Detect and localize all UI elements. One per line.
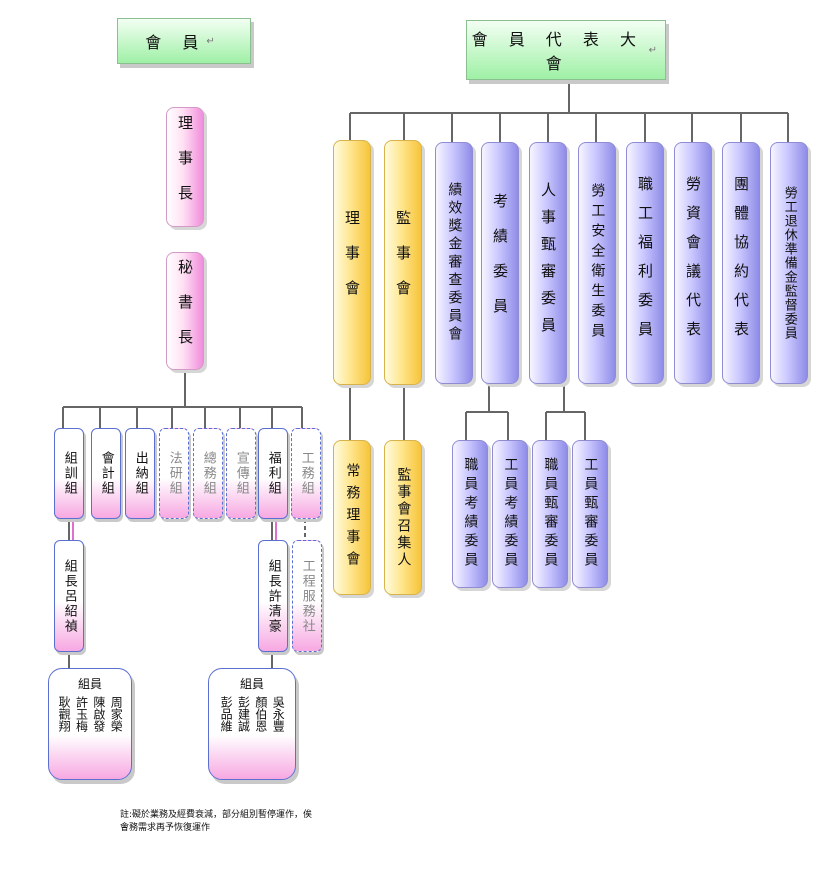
section-publicity: 宣傳組 xyxy=(226,428,256,519)
team-left-member: 陳啟發 xyxy=(91,696,106,732)
team-right-heading: 組員 xyxy=(239,677,264,691)
assembly-box: 會 員 代 表 大 會↵ xyxy=(466,20,666,80)
team-right-member: 彭建誠 xyxy=(236,696,251,732)
chair-box: 理事長 xyxy=(166,107,204,227)
secretary-box: 秘書長 xyxy=(166,252,204,370)
committee-labor-meeting: 勞資會議代表 xyxy=(674,142,712,384)
team-right-member: 顏伯恩 xyxy=(253,696,268,732)
section-training: 組訓組 xyxy=(54,428,84,519)
team-right: 組員 吳永豐 顏伯恩 彭建誠 彭品維 xyxy=(208,668,296,780)
committee-pension-supervision: 勞工退休準備金監督委員 xyxy=(770,142,808,384)
team-right-member: 彭品維 xyxy=(219,696,234,732)
committee-performance: 考績委員 xyxy=(481,142,519,384)
section-engineering: 工務組 xyxy=(291,428,321,519)
committee-welfare: 職工福利委員 xyxy=(626,142,664,384)
team-left-member: 許玉梅 xyxy=(74,696,89,732)
sub-worker-personnel: 工員甄審委員 xyxy=(572,440,608,588)
sub-staff-personnel: 職員甄審委員 xyxy=(532,440,568,588)
engineering-service-unit: 工程服務社 xyxy=(292,540,322,652)
committee-bonus-review: 績效獎金審查委員會 xyxy=(435,142,473,384)
team-left: 組員 周家榮 陳啟發 許玉梅 耿觀翔 xyxy=(48,668,132,780)
supervisors-box: 監事會 xyxy=(384,140,422,385)
section-accounting: 會計組 xyxy=(91,428,121,519)
member-box: 會 員↵ xyxy=(117,18,251,64)
committee-safety: 勞工安全衛生委員 xyxy=(578,142,616,384)
sub-staff-performance: 職員考績委員 xyxy=(452,440,488,588)
team-right-member: 吳永豐 xyxy=(271,696,286,732)
footnote: 註:礙於業務及經費衰減，部分組別暫停運作，俟會務需求再予恢復運作 xyxy=(120,810,313,833)
leader-right: 組長許清豪 xyxy=(258,540,288,652)
standing-council-box: 常務理事會 xyxy=(333,440,371,595)
section-cashier: 出納組 xyxy=(125,428,155,519)
convener-box: 監事會召集人 xyxy=(384,440,422,595)
section-welfare: 福利組 xyxy=(258,428,288,519)
sub-worker-performance: 工員考績委員 xyxy=(492,440,528,588)
team-left-member: 周家榮 xyxy=(109,696,124,732)
committee-collective-agreement: 團體協約代表 xyxy=(722,142,760,384)
leader-left: 組長呂紹禎 xyxy=(54,540,84,652)
section-legal: 法研組 xyxy=(159,428,189,519)
council-box: 理事會 xyxy=(333,140,371,385)
committee-personnel: 人事甄審委員 xyxy=(529,142,567,384)
team-left-heading: 組員 xyxy=(77,677,102,691)
team-left-member: 耿觀翔 xyxy=(57,696,72,732)
section-general-affairs: 總務組 xyxy=(193,428,223,519)
